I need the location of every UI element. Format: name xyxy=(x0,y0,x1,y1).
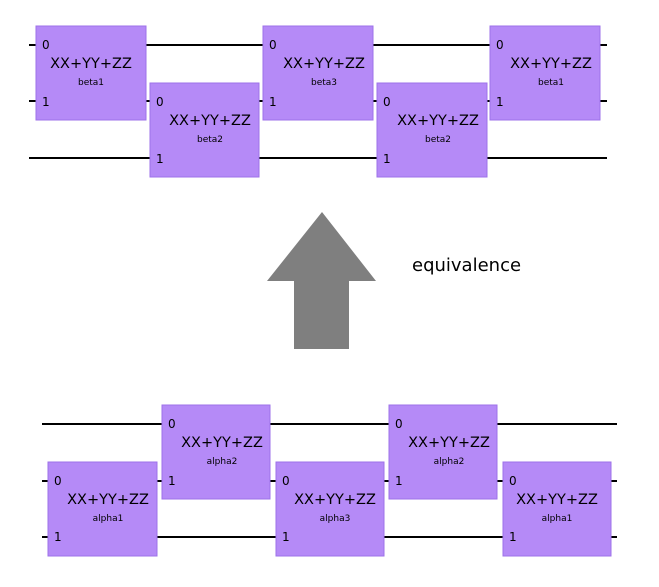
pin-label-bottom: 1 xyxy=(156,152,164,166)
gate-operator-label: XX+YY+ZZ xyxy=(50,56,132,72)
gate-parameter-label: beta2 xyxy=(425,135,451,145)
gate-box: 0 XX+YY+ZZ beta2 1 xyxy=(149,82,260,178)
gate-rect xyxy=(149,82,260,178)
gate-parameter-label: beta3 xyxy=(311,78,337,88)
gate-operator-label: XX+YY+ZZ xyxy=(294,492,376,508)
gate-parameter-label: beta1 xyxy=(538,78,564,88)
pin-label-bottom: 1 xyxy=(383,152,391,166)
pin-label-bottom: 1 xyxy=(395,474,403,488)
gate-operator-label: XX+YY+ZZ xyxy=(516,492,598,508)
pin-label-top: 0 xyxy=(156,95,164,109)
gate-box: 0 XX+YY+ZZ beta1 1 xyxy=(35,25,147,121)
pin-label-top: 0 xyxy=(509,474,517,488)
gate-rect xyxy=(275,461,385,557)
gate-box: 0 XX+YY+ZZ beta1 1 xyxy=(489,25,601,121)
gate-parameter-label: alpha2 xyxy=(434,457,465,467)
gate-rect xyxy=(161,404,271,500)
pin-label-bottom: 1 xyxy=(42,95,50,109)
gate-parameter-label: alpha2 xyxy=(207,457,238,467)
gate-box: 0 XX+YY+ZZ beta3 1 xyxy=(262,25,374,121)
pin-label-top: 0 xyxy=(395,417,403,431)
gate-box: 0 XX+YY+ZZ alpha2 1 xyxy=(388,404,498,500)
pin-label-bottom: 1 xyxy=(509,530,517,544)
gate-box: 0 XX+YY+ZZ alpha2 1 xyxy=(161,404,271,500)
gate-parameter-label: alpha3 xyxy=(320,514,351,524)
gate-operator-label: XX+YY+ZZ xyxy=(169,113,251,129)
pin-label-top: 0 xyxy=(54,474,62,488)
gate-rect xyxy=(502,461,612,557)
equivalence-label: equivalence xyxy=(412,255,522,276)
pin-label-top: 0 xyxy=(42,38,50,52)
gate-box: 0 XX+YY+ZZ beta2 1 xyxy=(376,82,488,178)
gate-operator-label: XX+YY+ZZ xyxy=(510,56,592,72)
gate-box: 0 XX+YY+ZZ alpha1 1 xyxy=(502,461,612,557)
gate-operator-label: XX+YY+ZZ xyxy=(67,492,149,508)
pin-label-bottom: 1 xyxy=(496,95,504,109)
gate-parameter-label: beta1 xyxy=(78,78,104,88)
pin-label-bottom: 1 xyxy=(282,530,290,544)
gate-rect xyxy=(35,25,147,121)
pin-label-bottom: 1 xyxy=(54,530,62,544)
pin-label-top: 0 xyxy=(496,38,504,52)
gate-parameter-label: beta2 xyxy=(197,135,223,145)
gate-parameter-label: alpha1 xyxy=(93,514,124,524)
gate-rect xyxy=(489,25,601,121)
gate-operator-label: XX+YY+ZZ xyxy=(283,56,365,72)
gate-rect xyxy=(47,461,158,557)
pin-label-top: 0 xyxy=(282,474,290,488)
top-circuit: 0 XX+YY+ZZ beta1 1 0 XX+YY+ZZ beta2 1 0 … xyxy=(29,25,607,178)
gate-rect xyxy=(262,25,374,121)
gate-operator-label: XX+YY+ZZ xyxy=(181,435,263,451)
gate-rect xyxy=(376,82,488,178)
gate-operator-label: XX+YY+ZZ xyxy=(397,113,479,129)
bottom-circuit: 0 XX+YY+ZZ alpha2 1 0 XX+YY+ZZ alpha2 1 … xyxy=(42,404,617,557)
pin-label-top: 0 xyxy=(383,95,391,109)
gate-rect xyxy=(388,404,498,500)
pin-label-top: 0 xyxy=(168,417,176,431)
gate-box: 0 XX+YY+ZZ alpha1 1 xyxy=(47,461,158,557)
gate-operator-label: XX+YY+ZZ xyxy=(408,435,490,451)
up-arrow-icon xyxy=(267,212,376,349)
pin-label-bottom: 1 xyxy=(168,474,176,488)
gate-parameter-label: alpha1 xyxy=(542,514,573,524)
pin-label-top: 0 xyxy=(269,38,277,52)
gate-box: 0 XX+YY+ZZ alpha3 1 xyxy=(275,461,385,557)
pin-label-bottom: 1 xyxy=(269,95,277,109)
